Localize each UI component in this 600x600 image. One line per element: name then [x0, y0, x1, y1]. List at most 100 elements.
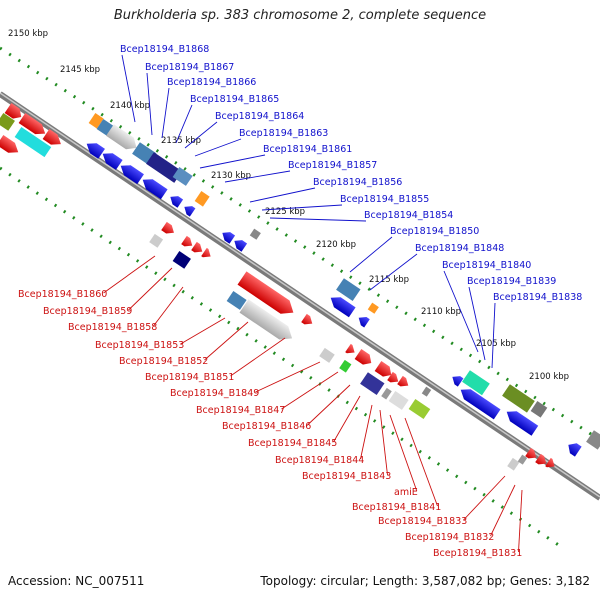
gene-steelblue-5	[226, 291, 247, 310]
leader-line	[463, 475, 506, 521]
gene-red-9	[374, 361, 392, 377]
map-title: Burkholderia sp. 383 chromosome 2, compl…	[113, 8, 487, 23]
gene-label[interactable]: Bcep18194_B1867	[145, 62, 234, 73]
gene-label[interactable]: Bcep18194_B1841	[352, 502, 441, 513]
kbp-tick-label: 2150 kbp	[8, 29, 48, 39]
gene-red-1	[161, 221, 174, 234]
gene-label[interactable]: Bcep18194_B1838	[493, 292, 582, 303]
gene-lightgrey-4	[507, 457, 520, 471]
gene-label[interactable]: Bcep18194_B1860	[18, 289, 107, 300]
gene-red-12	[525, 447, 537, 459]
leader-line	[224, 170, 291, 183]
gene-blue-12	[460, 389, 501, 420]
kbp-tick-label: 2135 kbp	[161, 136, 201, 146]
gene-label[interactable]: Bcep18194_B1852	[119, 356, 208, 367]
leader-line	[491, 302, 496, 369]
leader-line	[379, 409, 388, 476]
leader-line	[389, 414, 418, 492]
gene-label[interactable]: Bcep18194_B1849	[170, 388, 259, 399]
gene-green-1	[339, 359, 352, 373]
kbp-tick-label: 2130 kbp	[211, 171, 251, 181]
leader-line	[161, 87, 170, 139]
leader-line	[349, 236, 393, 273]
gene-label[interactable]: Bcep18194_B1851	[145, 372, 234, 383]
gene-orange-3	[367, 302, 379, 314]
leader-line	[184, 121, 218, 149]
leader-line	[255, 361, 321, 393]
gene-label[interactable]: Bcep18194_B1863	[239, 128, 328, 139]
gene-red-8	[354, 349, 372, 365]
gene-blue-6	[184, 206, 196, 217]
gene-label[interactable]: Bcep18194_B1855	[340, 194, 429, 205]
gene-label[interactable]: Bcep18194_B1859	[43, 306, 132, 317]
gene-label[interactable]: Bcep18194_B1853	[95, 340, 184, 351]
gene-label[interactable]: Bcep18194_B1839	[467, 276, 556, 287]
gene-navy-2	[172, 251, 191, 269]
gene-label[interactable]: Bcep18194_B1846	[222, 421, 311, 432]
gene-grey-1	[106, 124, 137, 150]
gene-blue-14	[568, 443, 582, 457]
leader-line	[490, 484, 516, 537]
leader-line	[333, 395, 361, 443]
gene-label[interactable]: Bcep18194_B1843	[302, 471, 391, 482]
gene-label[interactable]: Bcep18194_B1864	[215, 111, 304, 122]
gene-blue-13	[506, 411, 539, 436]
gene-label[interactable]: amiE	[394, 487, 418, 498]
leader-line	[518, 489, 523, 553]
gene-left-red-2	[4, 103, 22, 119]
kbp-tick-label: 2105 kbp	[476, 339, 516, 349]
gene-red-10	[387, 371, 399, 383]
leader-line	[404, 417, 438, 507]
gene-red-11	[397, 375, 409, 387]
gene-blue-4	[142, 179, 168, 200]
leader-line	[468, 286, 486, 361]
leader-line	[146, 72, 153, 136]
gene-olive-1	[502, 384, 535, 413]
gene-lightgrey-3	[388, 391, 409, 410]
leader-line	[261, 204, 343, 211]
leader-line	[369, 253, 418, 291]
gene-red-5	[237, 271, 294, 314]
gene-label[interactable]: Bcep18194_B1857	[288, 160, 377, 171]
leader-line	[175, 104, 193, 144]
gene-label[interactable]: Bcep18194_B1850	[390, 226, 479, 237]
backbone	[0, 91, 600, 501]
gene-red-7	[345, 343, 355, 354]
gene-label[interactable]: Bcep18194_B1847	[196, 405, 285, 416]
gene-red-13	[535, 453, 547, 465]
gene-label[interactable]: Bcep18194_B1831	[433, 548, 522, 559]
gene-label[interactable]: Bcep18194_B1856	[313, 177, 402, 188]
gene-red-3	[191, 241, 203, 253]
gene-navy-3	[360, 372, 385, 395]
gene-label[interactable]: Bcep18194_B1868	[120, 44, 209, 55]
gene-features	[0, 103, 600, 471]
gene-label[interactable]: Bcep18194_B1854	[364, 210, 453, 221]
gene-label[interactable]: Bcep18194_B1848	[415, 243, 504, 254]
leader-line	[249, 187, 316, 203]
gene-label[interactable]: Bcep18194_B1840	[442, 260, 531, 271]
gene-label[interactable]: Bcep18194_B1844	[275, 455, 364, 466]
gene-lightgrey-1	[149, 233, 164, 248]
gene-label[interactable]: Bcep18194_B1866	[167, 77, 256, 88]
leader-line	[360, 404, 373, 460]
kbp-tick-label: 2125 kbp	[265, 207, 305, 217]
leader-line	[269, 217, 367, 222]
gene-red-4	[201, 247, 211, 258]
gene-label[interactable]: Bcep18194_B1845	[248, 438, 337, 449]
gene-grey-5	[239, 299, 293, 340]
gene-label[interactable]: Bcep18194_B1861	[263, 144, 352, 155]
gene-label[interactable]: Bcep18194_B1832	[405, 532, 494, 543]
gene-grey-8	[517, 454, 528, 465]
gene-orange-2	[194, 191, 210, 207]
leader-line	[307, 384, 351, 426]
gene-left-red-3	[18, 113, 46, 135]
kbp-tick-label: 2145 kbp	[60, 65, 100, 75]
gene-blue-5	[170, 196, 184, 208]
gene-label[interactable]: Bcep18194_B1858	[68, 322, 157, 333]
gene-left-red-1	[0, 135, 19, 153]
gene-blue-11	[452, 376, 464, 387]
gene-label[interactable]: Bcep18194_B1865	[190, 94, 279, 105]
leader-line	[204, 321, 249, 361]
leader-line	[103, 255, 156, 294]
gene-label[interactable]: Bcep18194_B1833	[378, 516, 467, 527]
